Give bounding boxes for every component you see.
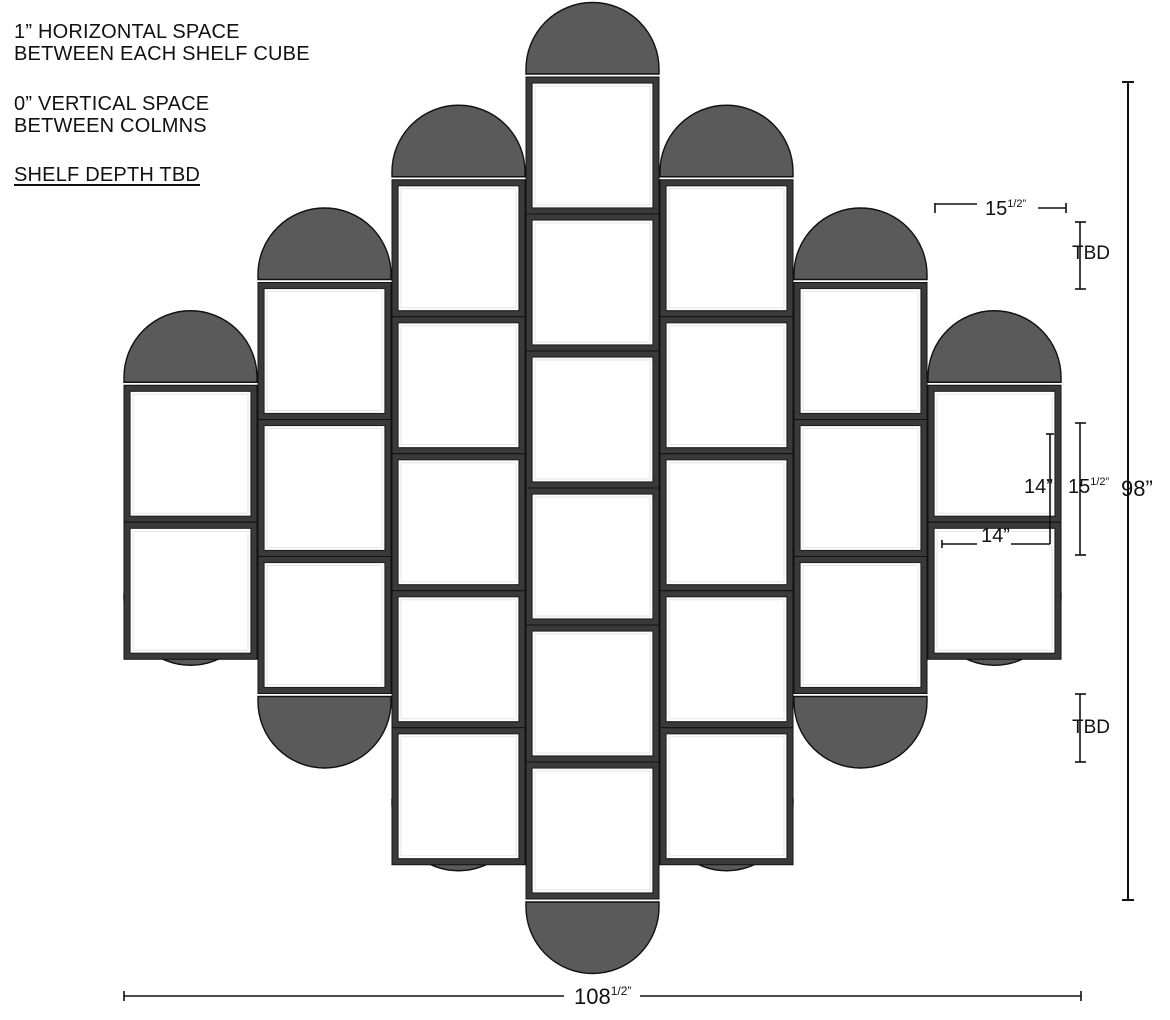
- cube-inner-edge: [802, 565, 919, 685]
- cube-opening: [799, 287, 922, 415]
- note-line: BETWEEN EACH SHELF CUBE: [14, 43, 310, 65]
- cube-inner-edge: [132, 530, 249, 651]
- half-round-cap-top: [257, 207, 392, 281]
- shelf-column: [659, 104, 794, 872]
- cube-opening: [263, 561, 386, 689]
- cube-inner-edge: [266, 428, 383, 548]
- cube-opening: [397, 459, 520, 586]
- cube-inner-edge: [668, 599, 785, 720]
- half-round-cap-top: [659, 104, 794, 178]
- cube-inner-edge: [534, 85, 651, 206]
- cube-opening: [665, 596, 788, 723]
- half-round-cap-top: [123, 310, 258, 383]
- half-round-cap-top: [927, 310, 1062, 383]
- cube-inner-edge: [668, 325, 785, 446]
- note-line: 1” HORIZONTAL SPACE: [14, 21, 240, 43]
- half-round-cap-top: [525, 1, 660, 75]
- half-round-cap-bottom: [257, 695, 392, 769]
- cube-inner-edge: [936, 530, 1053, 651]
- cap-height-bottom-label: TBD: [1072, 717, 1110, 738]
- cube-opening: [665, 185, 788, 312]
- cube-opening: [933, 527, 1056, 654]
- cube-opening: [799, 424, 922, 552]
- cube-inner-edge: [534, 633, 651, 754]
- cap-width-label: 151/2”: [985, 198, 1027, 220]
- cube-inner-edge: [400, 188, 517, 309]
- cube-inner-edge: [534, 496, 651, 617]
- cube-inner-edge: [802, 428, 919, 548]
- cube-inner-edge: [534, 770, 651, 891]
- dimension-lines: 1081/2” 98” 151/2” TBD TBD 151/2” 14” 14”: [123, 81, 1153, 1009]
- shelf-column: [391, 104, 526, 872]
- cube-inner-edge: [400, 462, 517, 583]
- shelf-column: [257, 207, 392, 769]
- cube-inner-edge: [668, 736, 785, 857]
- cube-opening: [665, 733, 788, 860]
- cube-opening: [665, 322, 788, 449]
- cube-opening: [933, 390, 1056, 517]
- shelf-column: [525, 1, 660, 975]
- cube-inner-edge: [266, 565, 383, 685]
- shelf-column: [793, 207, 928, 769]
- cube-opening: [531, 356, 654, 483]
- cube-opening: [397, 185, 520, 312]
- half-round-cap-bottom: [525, 901, 660, 975]
- cube-inner-edge: [534, 222, 651, 343]
- cube-opening: [531, 219, 654, 346]
- cube-opening: [397, 733, 520, 860]
- cube-inner-edge: [802, 291, 919, 411]
- cube-opening-width-label: 14”: [981, 525, 1010, 547]
- note-line: BETWEEN COLMNS: [14, 115, 207, 137]
- cube-inner-edge: [266, 291, 383, 411]
- cube-opening: [531, 767, 654, 894]
- shelf-column: [927, 310, 1062, 666]
- cube-inner-edge: [668, 188, 785, 309]
- cube-inner-edge: [534, 359, 651, 480]
- cap-height-top-label: TBD: [1072, 243, 1110, 264]
- cube-inner-edge: [132, 393, 249, 514]
- cube-outer-height-label: 151/2”: [1068, 476, 1110, 498]
- cube-opening: [665, 459, 788, 586]
- cube-opening: [799, 561, 922, 689]
- half-round-cap-top: [793, 207, 928, 281]
- cube-inner-edge: [936, 393, 1053, 514]
- cube-opening-height-label: 14”: [1024, 476, 1053, 498]
- cube-opening: [531, 493, 654, 620]
- note-horizontal-spacing: 1” HORIZONTAL SPACE BETWEEN EACH SHELF C…: [14, 21, 310, 65]
- shelf-columns: [123, 1, 1062, 975]
- half-round-cap-top: [391, 104, 526, 178]
- note-line: 0” VERTICAL SPACE: [14, 93, 210, 115]
- cube-inner-edge: [400, 599, 517, 720]
- note-shelf-depth: SHELF DEPTH TBD: [14, 164, 200, 186]
- cube-opening: [397, 322, 520, 449]
- cube-inner-edge: [400, 325, 517, 446]
- cube-opening: [531, 82, 654, 209]
- cube-inner-edge: [668, 462, 785, 583]
- half-round-cap-bottom: [793, 695, 928, 769]
- shelf-column: [123, 310, 258, 666]
- cube-opening: [129, 390, 252, 517]
- cube-inner-edge: [400, 736, 517, 857]
- overall-height-label: 98”: [1121, 476, 1153, 501]
- cube-opening: [129, 527, 252, 654]
- cube-opening: [531, 630, 654, 757]
- cube-opening: [397, 596, 520, 723]
- note-vertical-spacing: 0” VERTICAL SPACE BETWEEN COLMNS: [14, 93, 209, 137]
- cube-opening: [263, 287, 386, 415]
- overall-width-label: 1081/2”: [574, 984, 631, 1009]
- cube-opening: [263, 424, 386, 552]
